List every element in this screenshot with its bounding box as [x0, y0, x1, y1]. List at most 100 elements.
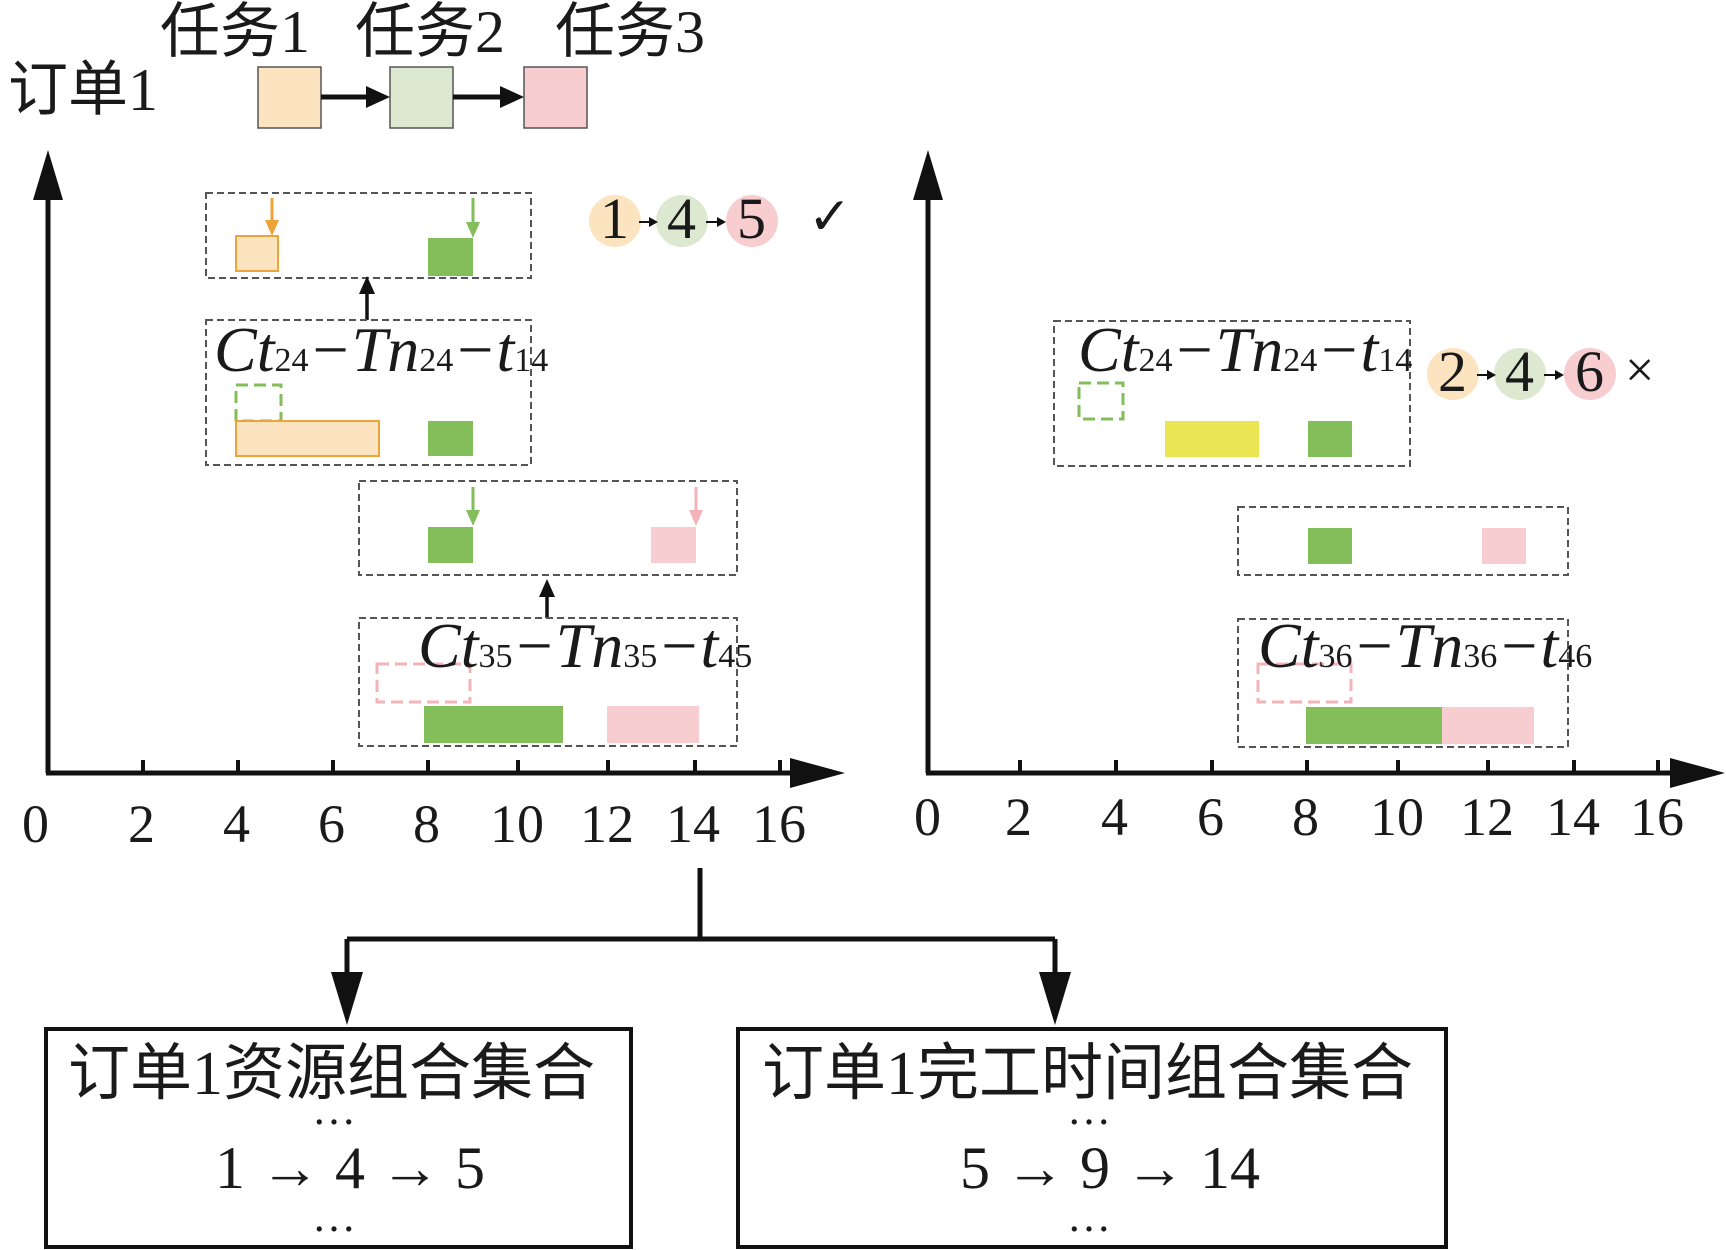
left-x-ticks	[141, 760, 782, 773]
right-group-top-frame	[1053, 320, 1411, 467]
orange-long-block	[235, 420, 380, 457]
pink-dashed-slot	[375, 662, 472, 704]
right-group-bottom-frame	[1237, 618, 1569, 748]
right-x-arrowhead	[1670, 758, 1725, 788]
pink-down-arrowhead-third	[689, 510, 703, 526]
right-combo-node-2: 4	[1505, 339, 1534, 404]
left-combo-circle-1	[589, 195, 641, 247]
right-group-top	[1053, 320, 1411, 467]
green-block-right-middle	[1308, 528, 1352, 564]
green-dashed-slot	[234, 383, 283, 423]
completion-set-ellipsis-top: …	[1067, 1085, 1111, 1134]
chain-arrowhead-1	[366, 86, 390, 108]
pink-dashed-slot-right	[1256, 662, 1353, 704]
cross-icon: ×	[1625, 342, 1655, 399]
right-tick-label: 14	[1546, 787, 1600, 847]
green-block-right-top	[1308, 421, 1352, 457]
task3-box	[523, 66, 588, 129]
completion-set-title: 订单1完工时间组合集合	[762, 1040, 1414, 1108]
pink-block-third	[651, 527, 696, 563]
left-formula-bottom: Ct35−Tn35−t45	[418, 610, 753, 681]
right-combo-node-1: 2	[1438, 339, 1467, 404]
left-group-top	[205, 192, 532, 279]
right-combo-circle-1	[1427, 348, 1479, 400]
right-tick-label: 10	[1370, 787, 1424, 847]
right-tick-label: 2	[1005, 787, 1032, 847]
resource-set-ellipsis-bottom: …	[312, 1192, 356, 1241]
green-dashed-slot-right	[1077, 381, 1125, 421]
pink-block-right-middle	[1482, 528, 1526, 564]
green-long-block-right	[1306, 707, 1442, 744]
task2-box	[389, 66, 454, 129]
resource-set-title: 订单1资源组合集合	[68, 1040, 596, 1108]
left-tick-label: 16	[752, 794, 806, 854]
branch-arrowhead-right	[1039, 972, 1071, 1025]
green-down-arrowhead-third	[466, 510, 480, 526]
pink-long-block-right	[1442, 707, 1534, 744]
left-tick-label: 4	[223, 794, 250, 854]
left-group-bottom	[358, 617, 738, 747]
task2-label: 任务2	[355, 0, 505, 65]
right-group-middle	[1237, 506, 1569, 576]
task3-label: 任务3	[555, 0, 705, 65]
left-combo-node-3: 5	[737, 186, 766, 251]
left-up-arrow-2	[539, 579, 555, 618]
check-icon: ✓	[808, 189, 852, 246]
green-down-arrowhead-top	[466, 222, 480, 238]
order-label: 订单1	[8, 57, 158, 123]
chain-arrowhead-2	[500, 86, 524, 108]
left-tick-label: 10	[490, 794, 544, 854]
task2-block-green	[428, 238, 473, 276]
right-formula-top: Ct24−Tn24−t14	[1078, 314, 1413, 385]
right-combo-circle-2	[1494, 348, 1546, 400]
completion-set-sequence: 5 → 9 → 14	[960, 1135, 1260, 1201]
left-tick-label: 14	[666, 794, 720, 854]
left-tick-label: 12	[580, 794, 634, 854]
yellow-block	[1165, 421, 1259, 457]
right-group-bottom	[1237, 618, 1569, 748]
green-block-third	[428, 527, 473, 563]
task-chain	[257, 66, 588, 129]
right-tick-label: 0	[914, 787, 941, 847]
left-group-top-frame	[205, 192, 532, 279]
left-combo-node-1: 1	[600, 186, 629, 251]
right-combo-circle-3	[1564, 348, 1616, 400]
orange-down-arrowhead	[265, 220, 279, 236]
right-tick-label: 6	[1197, 787, 1224, 847]
right-y-arrowhead	[913, 150, 943, 200]
resource-set-ellipsis-top: …	[312, 1085, 356, 1134]
left-group-second-frame	[205, 319, 532, 466]
pink-long-block	[607, 706, 699, 743]
left-tick-label: 2	[128, 794, 155, 854]
left-group-third	[358, 480, 738, 576]
left-up-arrow-1	[359, 276, 375, 320]
left-combo-circle-3	[726, 195, 778, 247]
left-y-arrowhead	[33, 150, 63, 200]
left-combo-node-2: 4	[667, 186, 696, 251]
task1-block-orange	[235, 235, 279, 272]
left-group-second	[205, 319, 532, 466]
branch-connector	[344, 868, 1058, 978]
branch-arrowhead-left	[331, 972, 363, 1025]
right-group-middle-frame	[1237, 506, 1569, 576]
right-x-ticks	[1018, 760, 1660, 773]
resource-set-box	[44, 1027, 633, 1249]
left-tick-label: 6	[318, 794, 345, 854]
right-formula-bottom: Ct36−Tn36−t46	[1258, 610, 1593, 681]
left-group-bottom-frame	[358, 617, 738, 747]
completion-set-box	[736, 1027, 1448, 1249]
left-tick-label: 8	[413, 794, 440, 854]
left-tick-label: 0	[22, 794, 49, 854]
right-tick-label: 16	[1630, 787, 1684, 847]
right-tick-label: 4	[1101, 787, 1128, 847]
resource-set-sequence: 1 → 4 → 5	[215, 1135, 485, 1201]
left-combo	[589, 195, 778, 247]
right-tick-label: 8	[1292, 787, 1319, 847]
right-combo-node-3: 6	[1575, 339, 1604, 404]
task1-label: 任务1	[160, 0, 310, 65]
green-block-second	[428, 421, 473, 456]
left-combo-circle-2	[656, 195, 708, 247]
completion-set-ellipsis-bottom: …	[1067, 1192, 1111, 1241]
right-tick-label: 12	[1460, 787, 1514, 847]
